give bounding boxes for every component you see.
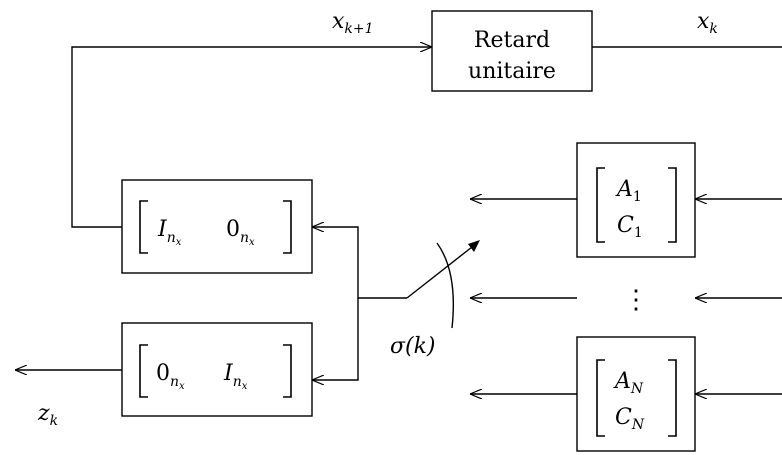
mode-N-A-entry: AN	[613, 369, 644, 397]
switch-blade-tip	[468, 240, 480, 252]
delay-label-line2: unitaire	[468, 59, 556, 84]
mode-1-right-bracket	[668, 167, 677, 243]
switch-to-output-selector-wire	[312, 298, 359, 380]
state-selector-block	[121, 179, 313, 274]
switch-rotation-arc	[436, 242, 455, 329]
output-selector-left-bracket	[139, 344, 148, 398]
x-next-label: xk+1	[332, 9, 374, 37]
mode-1-C-entry: C1	[617, 213, 643, 241]
output-selector-block	[121, 322, 313, 417]
mode-1-left-bracket	[596, 167, 605, 243]
mode-1-A-entry: A1	[615, 177, 642, 205]
state-selector-left-bracket	[139, 200, 148, 254]
state-selector-right-bracket	[283, 200, 292, 254]
mode-N-left-bracket	[596, 359, 605, 437]
x-curr-label: xk	[697, 9, 718, 37]
delay-label-line1: Retard	[474, 28, 550, 53]
output-selector-right-bracket	[283, 344, 292, 398]
switch-blade	[406, 246, 473, 299]
state-selector-left-entry: Inx	[157, 217, 182, 248]
switch-to-state-selector-wire	[312, 227, 407, 299]
mode-N-right-bracket	[668, 359, 677, 437]
output-label: zk	[37, 401, 58, 429]
modes-ellipsis: ⋮	[623, 285, 649, 315]
output-selector-left-entry: 0nx	[156, 361, 185, 392]
switch-label: σ(k)	[390, 334, 436, 359]
output-selector-right-entry: Inx	[223, 361, 248, 392]
unit-delay-block	[431, 10, 593, 92]
mode-N-C-entry: CN	[615, 405, 645, 433]
state-selector-right-entry: 0nx	[226, 217, 255, 248]
feedback-wire-to-delay	[71, 47, 432, 228]
